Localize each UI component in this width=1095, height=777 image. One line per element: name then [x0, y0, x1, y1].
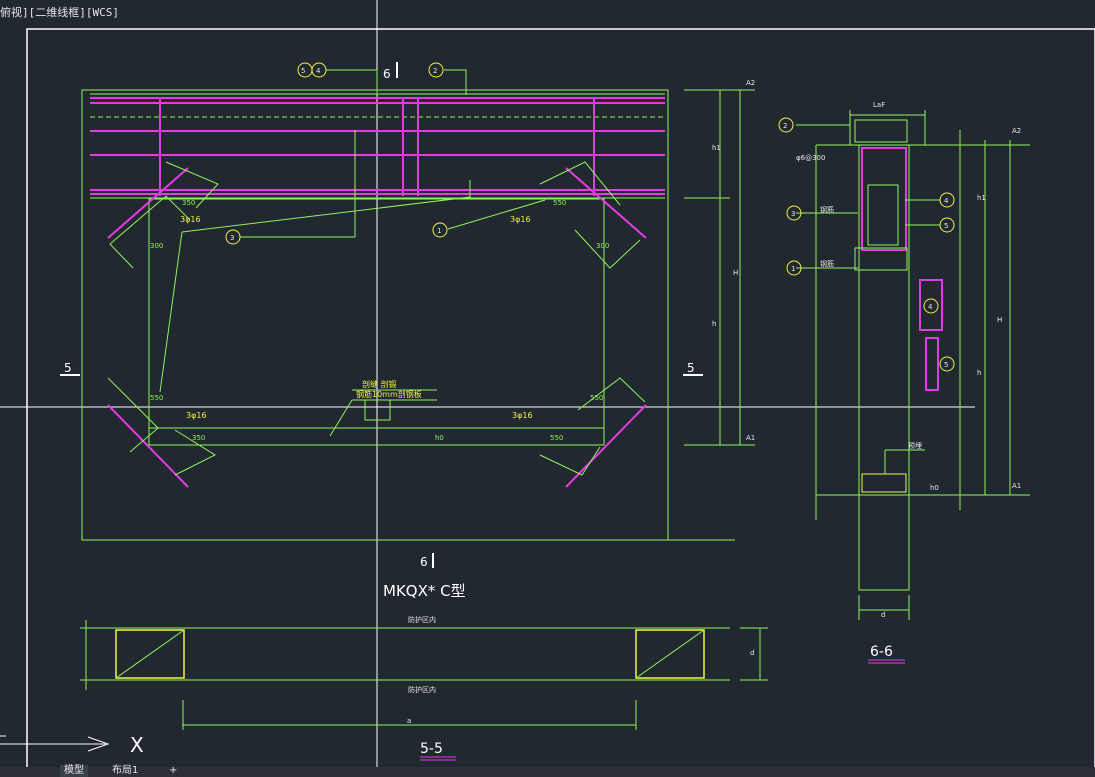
s66-dim-h1: h1: [977, 194, 986, 202]
tab-layout1[interactable]: 布局1: [112, 765, 139, 776]
s66-dim-h: h: [977, 369, 981, 377]
label-3phi16-bottom-right: 3φ16: [512, 411, 533, 420]
section-6-6-callouts: [778, 117, 955, 372]
s66-dim-H: H: [997, 316, 1002, 324]
dim-350-tl: 350: [182, 199, 195, 207]
dim-550-bl: 550: [150, 394, 163, 402]
dim-h: h: [712, 320, 716, 328]
label-3phi16-top: 3φ16: [180, 215, 201, 224]
section-5-5-dim-width: a: [407, 717, 411, 725]
dim-a2: A2: [746, 79, 755, 87]
section-6-6-laf: LaF: [873, 101, 885, 109]
section-cut-6-bottom: 6: [420, 555, 428, 569]
callout-num-5: 5: [301, 67, 305, 75]
dim-550-br2: 550: [550, 434, 563, 442]
label-3phi16-bottom: 3φ16: [186, 411, 207, 420]
s66-callout-3: 3: [791, 210, 795, 218]
section-6-6-rebar-note: φ6@300: [796, 154, 825, 162]
s66-callout-5: 5: [944, 222, 948, 230]
main-elevation: [60, 62, 755, 568]
s66-dim-a2: A2: [1012, 127, 1021, 135]
dim-550-br: 550: [590, 394, 603, 402]
label-note-cut2: 钢筋10mm剖钢板: [356, 389, 422, 399]
label-note-cut1: 剖缝 剖锻: [362, 379, 397, 389]
tab-model[interactable]: 模型: [60, 765, 88, 777]
label-3phi16-top-right: 3φ16: [510, 215, 531, 224]
section-5-5-dim-height: d: [750, 649, 754, 657]
section-cut-6-top: 6: [383, 67, 391, 81]
s66-callout-2: 2: [783, 122, 787, 130]
section-6-6-title: 6-6: [870, 644, 893, 660]
section-6-6-label-3: 钢筋: [820, 259, 834, 268]
callout-num-2: 2: [433, 67, 437, 75]
drawing-border: [26, 28, 1095, 772]
dim-h1: h1: [712, 144, 721, 152]
section-6-6-label-2: 预埋: [908, 441, 922, 450]
s66-callout-5b: 5: [944, 361, 948, 369]
dim-H: H: [733, 269, 738, 277]
dim-h0: h0: [435, 434, 444, 442]
ucs-icon: [0, 735, 110, 752]
section-cut-5-left: 5: [64, 361, 72, 375]
dim-550-tr: 550: [553, 199, 566, 207]
dim-300-tr: 300: [596, 242, 609, 250]
callout-circles: [225, 62, 448, 245]
view-label[interactable]: 俯视][二维线框][WCS]: [0, 6, 119, 19]
section-6-6-dim-d: d: [881, 611, 885, 619]
ucs-x-label: X: [130, 733, 144, 757]
section-6-6-label-1: 钢筋: [820, 205, 834, 214]
section-5-5-bottom-label: 防护区内: [408, 685, 436, 694]
section-cut-5-right: 5: [687, 361, 695, 375]
s66-dim-h0: h0: [930, 484, 939, 492]
dim-a1: A1: [746, 434, 755, 442]
s66-callout-1: 1: [791, 265, 795, 273]
drawing-title: MKQX* C型: [383, 582, 466, 600]
s66-dim-a1: A1: [1012, 482, 1021, 490]
section-5-5: [80, 620, 768, 761]
section-5-5-top-label: 防护区内: [408, 615, 436, 624]
tab-add[interactable]: +: [169, 765, 178, 776]
section-5-5-title: 5-5: [420, 741, 443, 757]
dim-300-tl: 300: [150, 242, 163, 250]
callout-num-4: 4: [316, 67, 321, 75]
dim-350-bl: 350: [192, 434, 205, 442]
section-6-6: [796, 110, 1030, 664]
callout-num-1: 1: [437, 227, 441, 235]
callout-num-3: 3: [230, 234, 234, 242]
s66-callout-4b: 4: [928, 303, 933, 311]
s66-callout-4: 4: [944, 197, 949, 205]
layout-tab-bar: 模型 布局1 +: [0, 765, 1095, 777]
